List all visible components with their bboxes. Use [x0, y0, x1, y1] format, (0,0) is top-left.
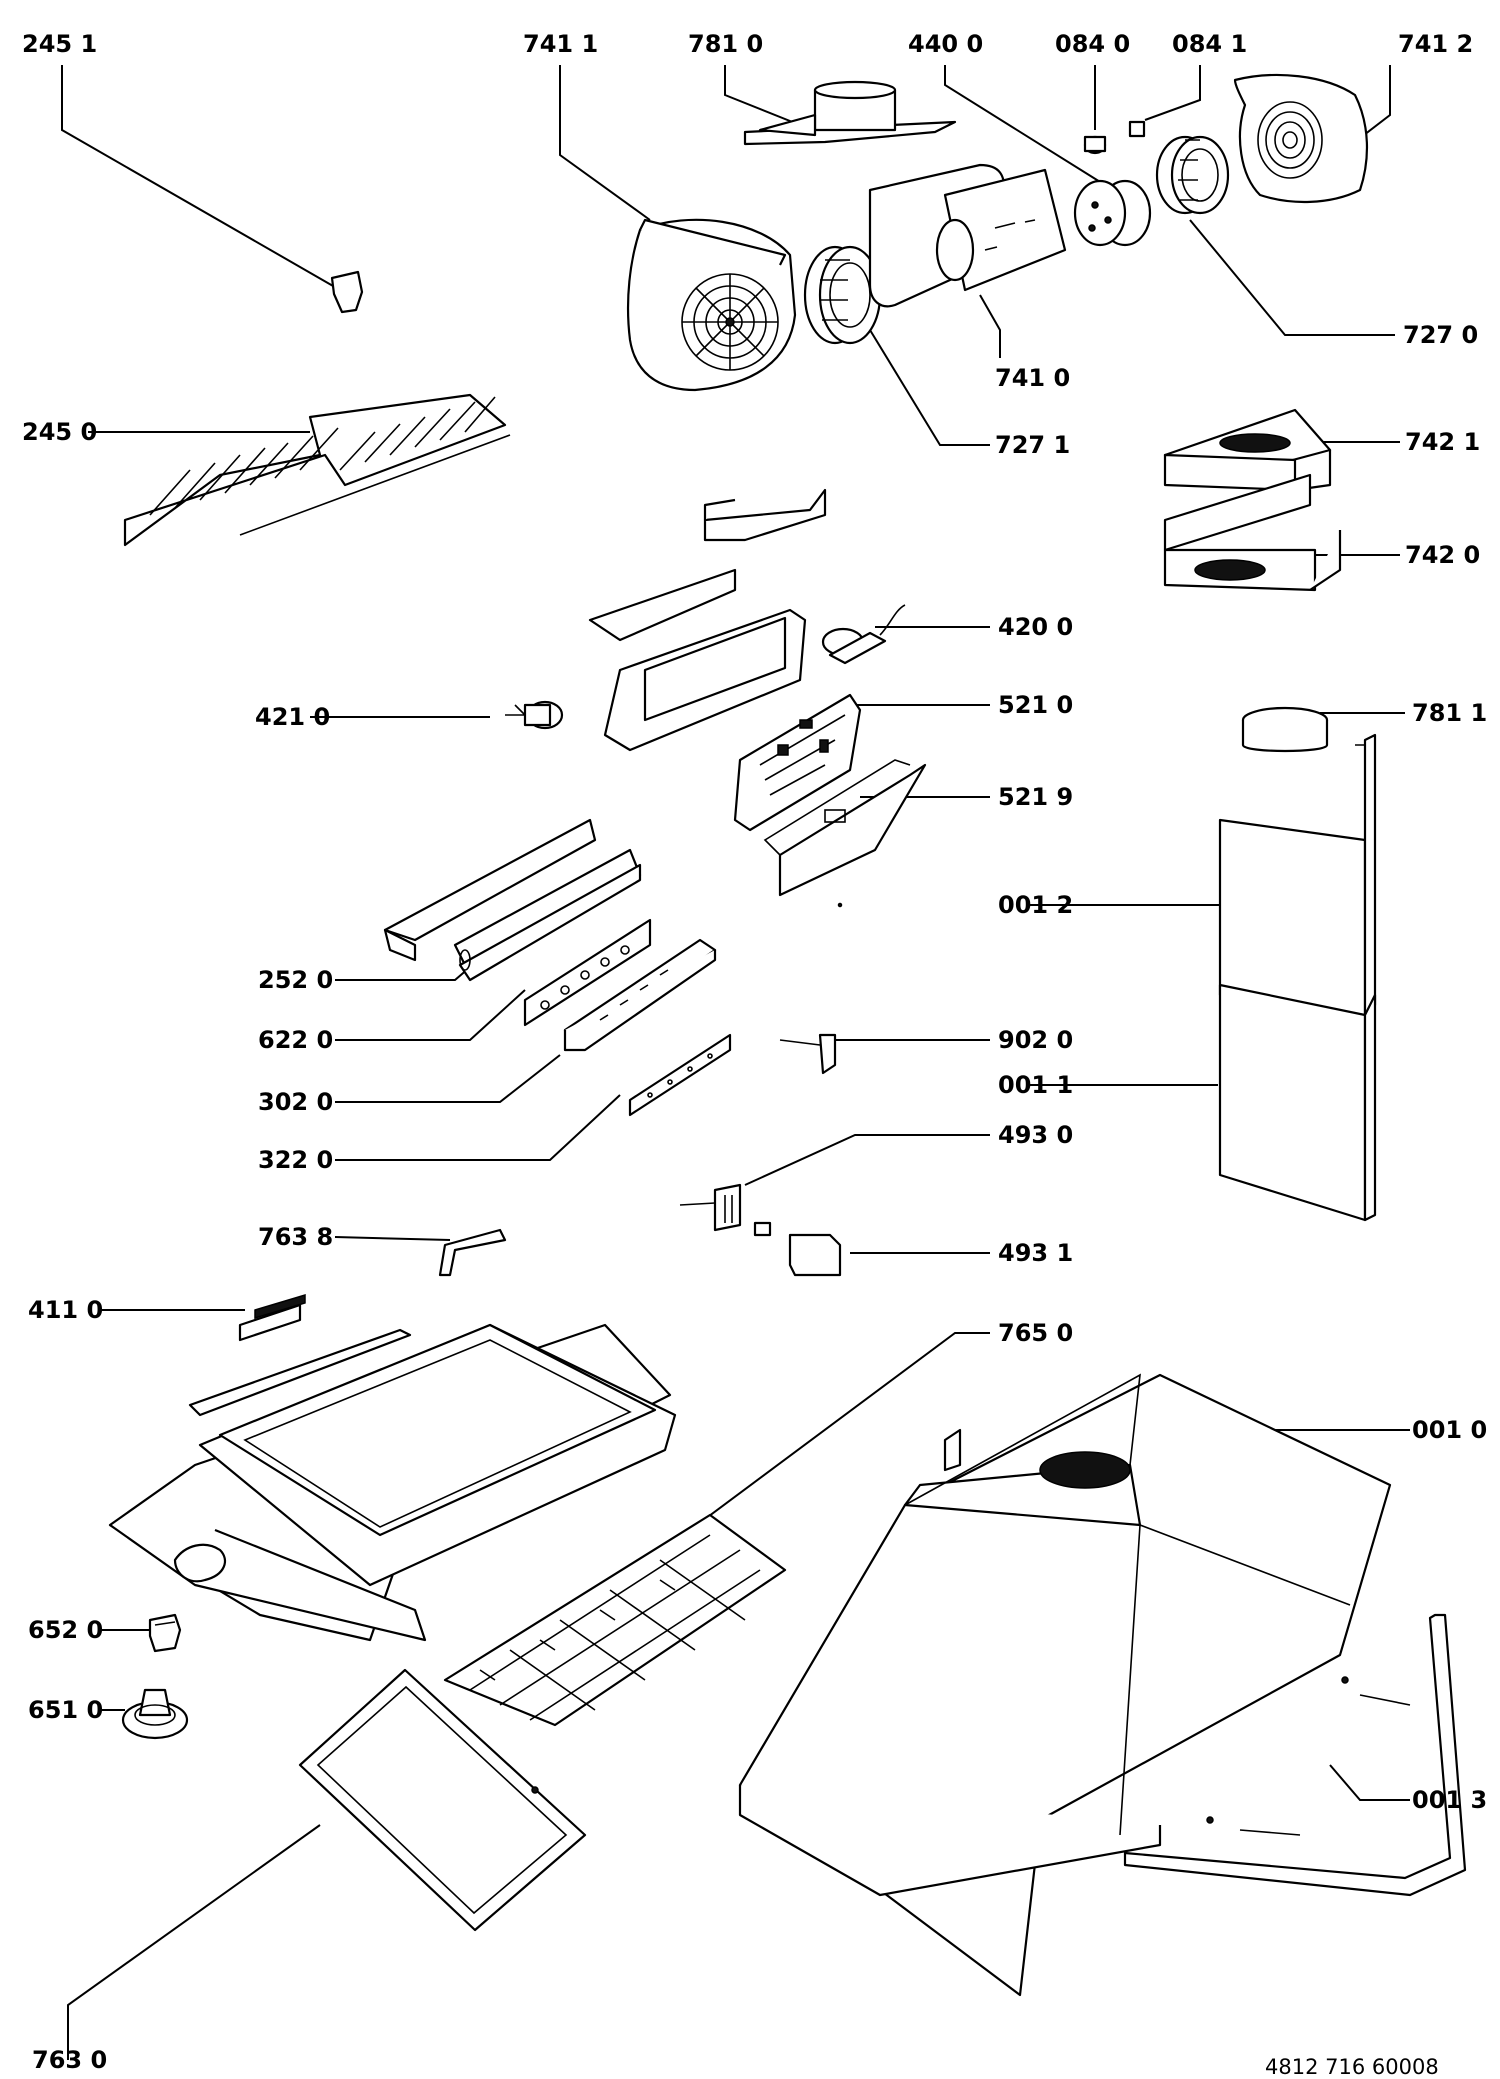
label-001-1: 001 1 [998, 1071, 1074, 1099]
label-781-0: 781 0 [688, 30, 764, 58]
circuit-board-521-0 [733, 693, 862, 832]
label-411-0: 411 0 [28, 1296, 104, 1324]
label-440-0: 440 0 [908, 30, 984, 58]
blower-housing-741-2 [1233, 73, 1369, 204]
cover-plate-521-9 [763, 759, 927, 897]
label-622-0: 622 0 [258, 1026, 334, 1054]
label-727-1: 727 1 [995, 431, 1071, 459]
clip-652-0 [148, 1613, 182, 1653]
control-panel-622-0 [523, 918, 652, 1027]
label-902-0: 902 0 [998, 1026, 1074, 1054]
nut-084-1 [1128, 120, 1146, 138]
impeller-727-1 [803, 245, 882, 345]
light-housing [588, 568, 807, 752]
label-245-1: 245 1 [22, 30, 98, 58]
clip-763-8 [438, 1228, 507, 1277]
label-651-0: 651 0 [28, 1696, 104, 1724]
channel-252-0 [453, 848, 642, 982]
strip-322-0 [628, 1033, 732, 1117]
stray-dot [837, 902, 843, 908]
frame-763-0 [298, 1668, 587, 1932]
connector-493-0 [679, 1183, 772, 1237]
knob-651-0 [121, 1688, 189, 1740]
blower-body-741-0 [868, 163, 1067, 308]
clip-245-1 [330, 270, 364, 314]
hood-shell-001-0 [738, 1373, 1392, 1997]
label-742-1: 742 1 [1405, 428, 1481, 456]
switch-411-0 [238, 1293, 306, 1342]
motor-440-0 [1073, 179, 1152, 247]
label-741-2: 741 2 [1398, 30, 1474, 58]
label-001-3: 001 3 [1412, 1786, 1488, 1814]
label-001-0: 001 0 [1412, 1416, 1488, 1444]
inner-hood-body [108, 1323, 677, 1642]
label-493-1: 493 1 [998, 1239, 1074, 1267]
label-763-0: 763 0 [32, 2046, 108, 2074]
terminal-493-1 [788, 1233, 842, 1277]
label-084-0: 084 0 [1055, 30, 1131, 58]
handle-rail-001-3 [1123, 1613, 1467, 1897]
label-521-9: 521 9 [998, 783, 1074, 811]
capacitor-084-0 [1083, 135, 1107, 155]
label-493-0: 493 0 [998, 1121, 1074, 1149]
label-420-0: 420 0 [998, 613, 1074, 641]
duct-742-0 [1163, 473, 1342, 592]
label-302-0: 302 0 [258, 1088, 334, 1116]
label-521-0: 521 0 [998, 691, 1074, 719]
duct-742-1 [1163, 408, 1332, 492]
label-652-0: 652 0 [28, 1616, 104, 1644]
impeller-727-0 [1155, 135, 1230, 215]
label-001-2: 001 2 [998, 891, 1074, 919]
blower-housing-741-1 [626, 218, 797, 392]
rail-upper [383, 818, 597, 962]
outlet-flange-781-0 [743, 80, 957, 146]
label-727-0: 727 0 [1403, 321, 1479, 349]
ring-781-1 [1241, 706, 1329, 753]
bracket-part [703, 488, 827, 542]
label-781-1: 781 1 [1412, 699, 1488, 727]
label-741-1: 741 1 [523, 30, 599, 58]
bracket-902-0 [779, 1033, 837, 1075]
label-741-0: 741 0 [995, 364, 1071, 392]
switch-block-302-0 [563, 938, 717, 1052]
filter-765-0 [443, 1513, 787, 1727]
rail-lower [188, 1328, 412, 1417]
document-code: 4812 716 60008 [1265, 2055, 1439, 2079]
lampholder-421-0 [505, 700, 564, 730]
label-421-0: 421 0 [255, 703, 331, 731]
bulb-420-0 [821, 604, 906, 665]
grease-filter-245-0 [123, 393, 511, 547]
chimney-upper-001-2 [1218, 733, 1377, 1017]
label-084-1: 084 1 [1172, 30, 1248, 58]
label-322-0: 322 0 [258, 1146, 334, 1174]
label-245-0: 245 0 [22, 418, 98, 446]
chimney-lower-001-1 [1218, 983, 1377, 1222]
label-742-0: 742 0 [1405, 541, 1481, 569]
label-763-8: 763 8 [258, 1223, 334, 1251]
label-252-0: 252 0 [258, 966, 334, 994]
label-765-0: 765 0 [998, 1319, 1074, 1347]
